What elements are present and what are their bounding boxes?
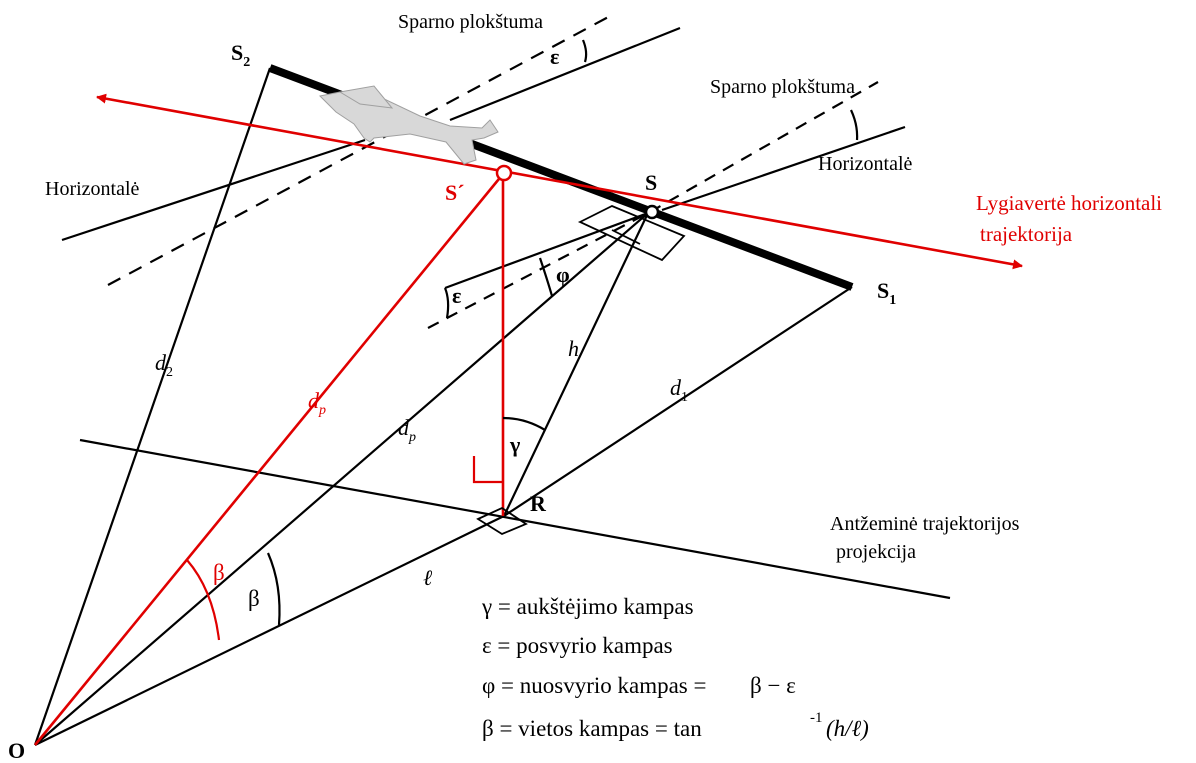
right-angle-s-box: [577, 205, 686, 262]
equivalent-trajectory-arrow: [96, 93, 1023, 270]
legend-phi-a: φ = nuosvyrio kampas =: [482, 673, 706, 698]
right-angle-red: [472, 456, 503, 484]
label-gamma: γ: [509, 432, 520, 457]
label-d2: d2: [155, 350, 173, 380]
label-ground-proj-1: Antžeminė trajektorijos: [830, 513, 1020, 535]
label-d1: d1: [670, 375, 688, 405]
label-epsilon-mid: ε: [452, 283, 461, 308]
point-s-marker: [644, 204, 660, 220]
label-epsilon-top: ε: [550, 44, 559, 69]
legend-beta-sup: -1: [810, 710, 823, 726]
label-wing-plane-2: Sparno plokštuma: [710, 76, 855, 98]
aircraft-icon: [318, 85, 499, 165]
label-point-o: O: [8, 738, 25, 758]
label-ground-proj-2: projekcija: [836, 541, 916, 563]
label-point-s2: S2: [231, 40, 250, 70]
wing-plane-solid-top: [449, 26, 681, 122]
line-ell: [34, 515, 505, 746]
label-point-s: S: [645, 170, 657, 195]
line-dp-red: [33, 173, 505, 746]
beta-black-arc: [266, 552, 281, 626]
label-h: h: [568, 336, 579, 361]
gamma-arc: [502, 416, 546, 431]
label-equiv-traj-1: Lygiavertė horizontali: [976, 191, 1162, 215]
label-beta-black: β: [248, 586, 260, 611]
legend-epsilon: ε = posvyrio kampas: [482, 633, 673, 658]
label-point-r: R: [530, 491, 547, 516]
epsilon-top-arc: [581, 39, 588, 63]
label-point-s-prime: S´: [445, 180, 465, 205]
legend-phi-b: β − ε: [750, 673, 796, 698]
line-dp-black: [34, 212, 649, 746]
epsilon-right-arc: [850, 109, 859, 141]
beta-red-arc: [186, 559, 221, 641]
label-phi: φ: [556, 262, 570, 287]
label-point-s1: S1: [877, 278, 896, 308]
legend-beta-b: (h/ℓ): [826, 716, 869, 741]
ground-trajectory-line: [79, 438, 951, 600]
point-s-prime-marker: [495, 164, 513, 182]
label-horizontal-right: Horizontalė: [818, 153, 913, 175]
phi-arc: [538, 257, 554, 297]
s-box-inner: [611, 229, 641, 245]
line-d1: [503, 286, 853, 517]
label-beta-red: β: [213, 560, 225, 585]
label-horizontal-left: Horizontalė: [45, 178, 140, 200]
legend: γ = aukštėjimo kampas ε = posvyrio kampa…: [481, 594, 869, 741]
label-ell: ℓ: [423, 565, 433, 590]
wing-plane-dashed-mid: [427, 212, 649, 329]
epsilon-mid-arc: [443, 287, 450, 319]
legend-beta-a: β = vietos kampas = tan: [482, 716, 702, 741]
legend-gamma: γ = aukštėjimo kampas: [481, 594, 694, 619]
right-angle-r-box: [476, 506, 528, 536]
label-wing-plane-1: Sparno plokštuma: [398, 11, 543, 33]
wing-plane-dashed-left: [107, 14, 613, 286]
label-dp-red: dp: [308, 388, 326, 418]
label-equiv-traj-2: trajektorija: [980, 222, 1073, 246]
label-dp-black: dp: [398, 415, 416, 445]
